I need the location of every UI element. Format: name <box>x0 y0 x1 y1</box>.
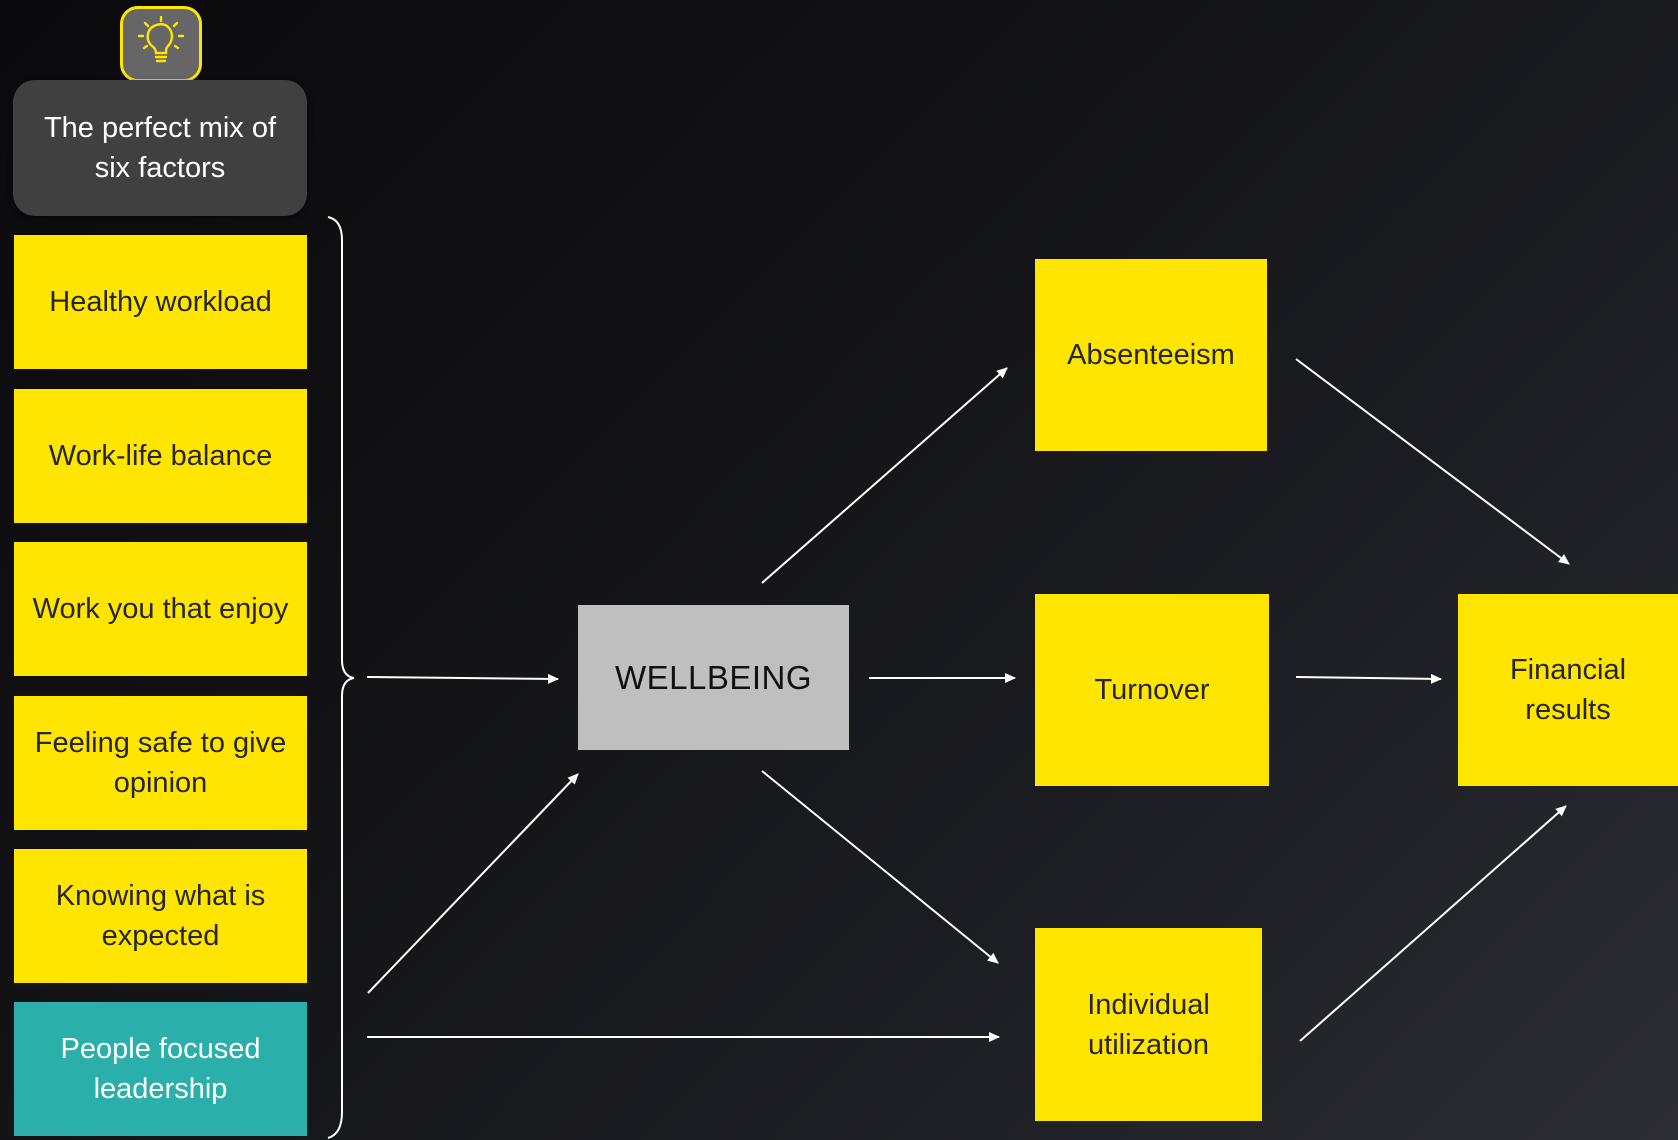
arrow-turnover-to-financial <box>1295 673 1442 684</box>
factor-clear-expectations: Knowing what is expected <box>14 849 307 983</box>
arrow-leadership-to-wellbeing <box>367 773 579 994</box>
arrow-wellbeing-to-absenteeism <box>761 367 1008 584</box>
factors-brace <box>327 216 355 1139</box>
arrow-utilization-to-financial <box>1299 805 1567 1042</box>
financial-results-node: Financial results <box>1458 594 1678 786</box>
factor-people-focused-leadership: People focused leadership <box>14 1002 307 1136</box>
turnover-node: Turnover <box>1035 594 1269 786</box>
factor-work-life-balance: Work-life balance <box>14 389 307 523</box>
arrow-wellbeing-to-utilization <box>761 770 999 964</box>
individual-utilization-node: Individual utilization <box>1035 928 1262 1121</box>
factor-enjoyable-work: Work you that enjoy <box>14 542 307 676</box>
diagram-heading: The perfect mix of six factors <box>13 80 307 216</box>
factor-psychological-safety: Feeling safe to give opinion <box>14 696 307 830</box>
factor-healthy-workload: Healthy workload <box>14 235 307 369</box>
lightbulb-icon <box>120 6 202 82</box>
wellbeing-node: WELLBEING <box>578 605 849 750</box>
absenteeism-node: Absenteeism <box>1035 259 1267 451</box>
arrow-absenteeism-to-financial <box>1295 358 1570 565</box>
arrow-factors-to-wellbeing <box>366 673 559 684</box>
